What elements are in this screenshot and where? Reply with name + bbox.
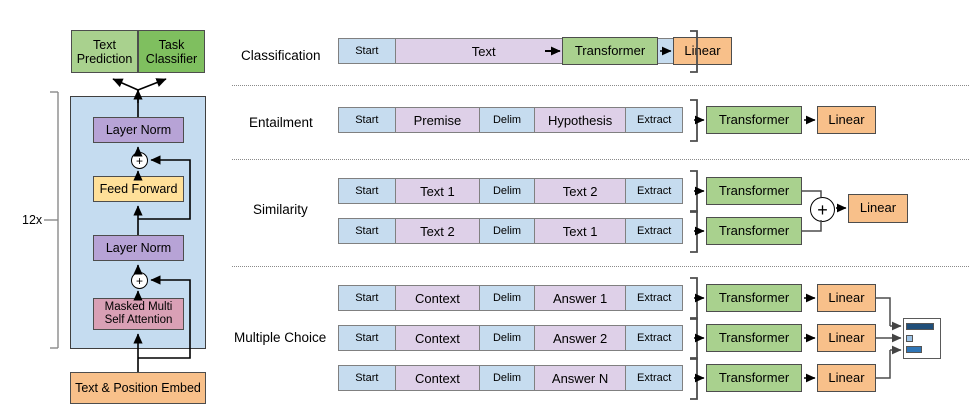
seq-segment: Delim bbox=[480, 219, 535, 243]
transformer-entailment: Transformer bbox=[706, 106, 802, 134]
seq-segment: Extract bbox=[626, 326, 682, 350]
seq-segment: Context bbox=[395, 326, 481, 350]
seq-segment: Extract bbox=[626, 179, 682, 203]
seq-segment: Answer 2 bbox=[534, 326, 627, 350]
linear-entailment: Linear bbox=[817, 106, 876, 134]
sequence-similarity-2: Start Text 2 Delim Text 1 Extract bbox=[338, 218, 683, 244]
softmax-bar bbox=[906, 346, 922, 353]
seq-segment: Start bbox=[339, 179, 396, 203]
feed-forward-label: Feed Forward bbox=[99, 182, 178, 196]
linear-multiple-choice-2: Linear bbox=[817, 324, 876, 352]
seq-segment: Extract bbox=[626, 366, 682, 390]
seq-segment: Delim bbox=[480, 326, 535, 350]
seq-segment: Extract bbox=[626, 286, 682, 310]
seq-segment: Context bbox=[395, 286, 481, 310]
seq-segment: Text 1 bbox=[395, 179, 481, 203]
seq-segment: Extract bbox=[626, 219, 682, 243]
masked-multi-self-attention-block: Masked Multi Self Attention bbox=[93, 298, 184, 330]
layer-norm-top-label: Layer Norm bbox=[105, 123, 172, 137]
row-separator-2 bbox=[232, 159, 969, 161]
transformer-multiple-choice-3: Transformer bbox=[706, 364, 802, 392]
seq-segment: Text 1 bbox=[534, 219, 627, 243]
softmax-bar-chart bbox=[903, 318, 941, 359]
residual-add-icon-top: + bbox=[131, 152, 148, 169]
seq-segment: Delim bbox=[480, 286, 535, 310]
seq-segment: Delim bbox=[480, 366, 535, 390]
transformer-similarity-2: Transformer bbox=[706, 217, 802, 245]
row-separator-3 bbox=[232, 266, 969, 268]
seq-segment: Text 2 bbox=[534, 179, 627, 203]
seq-segment: Start bbox=[339, 39, 396, 63]
task-classifier-block: Task Classifier bbox=[138, 30, 205, 73]
seq-segment: Context bbox=[395, 366, 481, 390]
sequence-entailment: Start Premise Delim Hypothesis Extract bbox=[338, 107, 683, 133]
transformer-multiple-choice-2: Transformer bbox=[706, 324, 802, 352]
residual-add-icon-bottom: + bbox=[131, 272, 148, 289]
task-label-classification: Classification bbox=[241, 48, 321, 63]
task-label-similarity: Similarity bbox=[253, 202, 308, 217]
softmax-bar bbox=[906, 323, 934, 330]
similarity-sum-icon: + bbox=[810, 197, 835, 222]
seq-segment: Start bbox=[339, 108, 396, 132]
seq-segment: Start bbox=[339, 326, 396, 350]
text-position-embed-block: Text & Position Embed bbox=[70, 372, 206, 404]
sequence-multiple-choice-2: Start Context Delim Answer 2 Extract bbox=[338, 325, 683, 351]
sequence-multiple-choice-1: Start Context Delim Answer 1 Extract bbox=[338, 285, 683, 311]
task-label-multiple-choice: Multiple Choice bbox=[234, 330, 327, 345]
linear-multiple-choice-3: Linear bbox=[817, 364, 876, 392]
sequence-similarity-1: Start Text 1 Delim Text 2 Extract bbox=[338, 178, 683, 204]
seq-segment: Delim bbox=[480, 179, 535, 203]
text-prediction-block: Text Prediction bbox=[71, 30, 138, 73]
seq-segment: Start bbox=[339, 219, 396, 243]
transformer-similarity-1: Transformer bbox=[706, 177, 802, 205]
seq-segment: Delim bbox=[480, 108, 535, 132]
seq-segment: Start bbox=[339, 366, 396, 390]
text-position-embed-label: Text & Position Embed bbox=[75, 381, 201, 395]
softmax-bar bbox=[906, 335, 913, 342]
layer-norm-bottom-block: Layer Norm bbox=[93, 235, 184, 261]
seq-segment: Hypothesis bbox=[534, 108, 627, 132]
task-classifier-label: Task Classifier bbox=[145, 37, 198, 66]
feed-forward-block: Feed Forward bbox=[93, 176, 184, 202]
transformer-multiple-choice-1: Transformer bbox=[706, 284, 802, 312]
task-label-entailment: Entailment bbox=[249, 115, 313, 130]
layer-norm-top-block: Layer Norm bbox=[93, 117, 184, 143]
seq-segment: Answer 1 bbox=[534, 286, 627, 310]
seq-segment: Extract bbox=[626, 108, 682, 132]
linear-multiple-choice-1: Linear bbox=[817, 284, 876, 312]
linear-classification: Linear bbox=[673, 37, 732, 65]
row-separator-1 bbox=[232, 85, 969, 87]
sequence-multiple-choice-3: Start Context Delim Answer N Extract bbox=[338, 365, 683, 391]
layer-norm-bottom-label: Layer Norm bbox=[105, 241, 172, 255]
seq-segment: Answer N bbox=[534, 366, 627, 390]
masked-multi-self-attention-label: Masked Multi Self Attention bbox=[104, 301, 173, 326]
seq-segment: Start bbox=[339, 286, 396, 310]
transformer-classification: Transformer bbox=[562, 37, 658, 65]
linear-similarity: Linear bbox=[848, 194, 908, 223]
classification-bracket-connector bbox=[545, 50, 555, 52]
seq-segment: Text 2 bbox=[395, 219, 481, 243]
repeat-12x-label: 12x bbox=[22, 213, 43, 227]
text-prediction-label: Text Prediction bbox=[76, 37, 133, 66]
seq-segment: Premise bbox=[395, 108, 481, 132]
